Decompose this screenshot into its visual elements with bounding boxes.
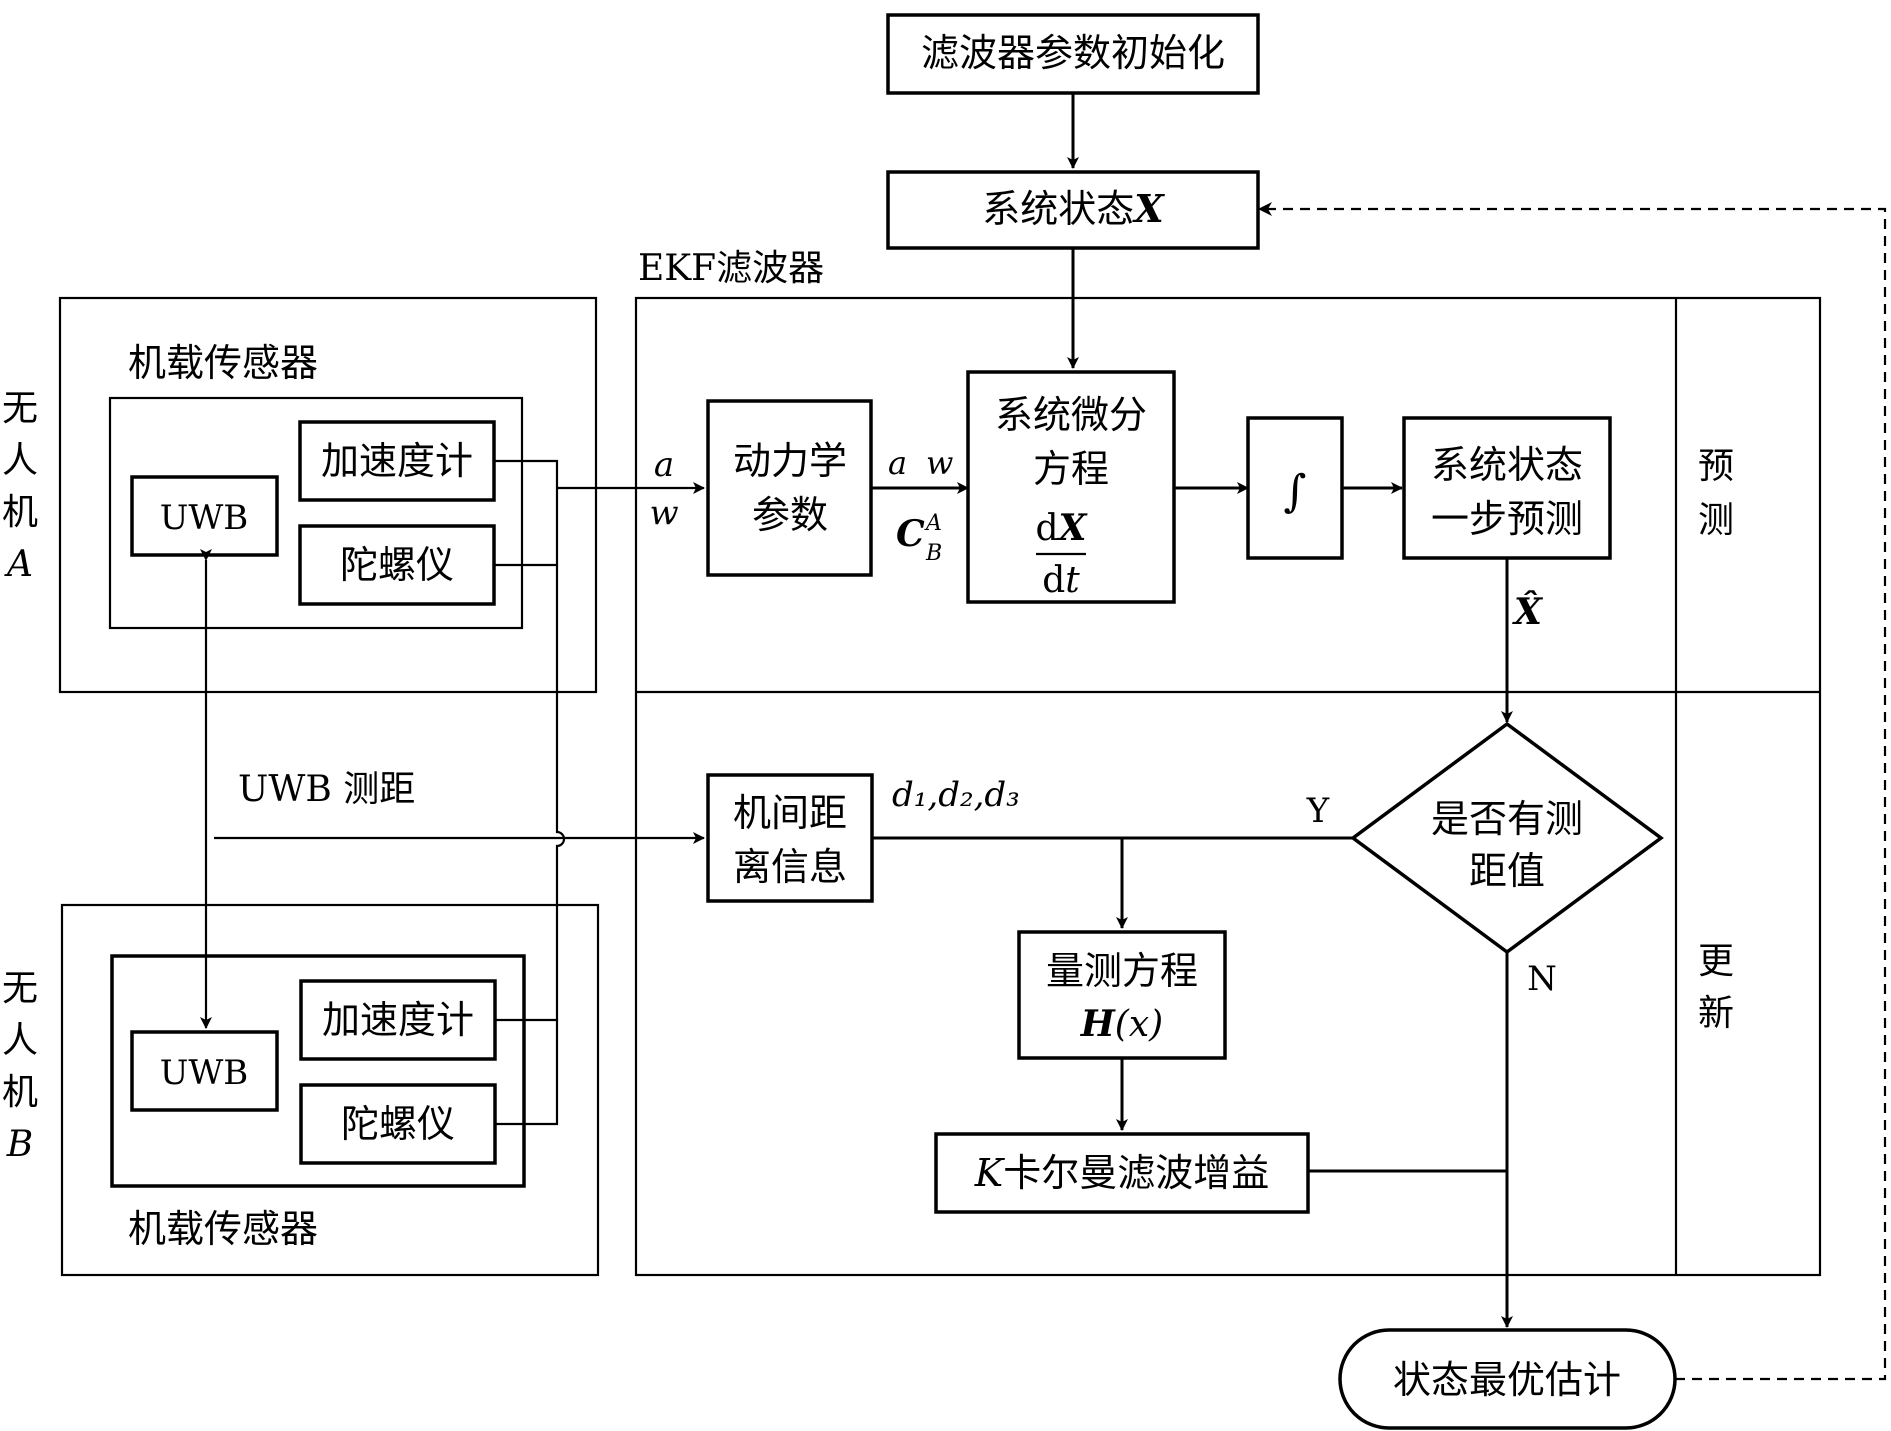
signal-w-mid: w	[926, 444, 953, 482]
interdist-line2: 离信息	[733, 845, 847, 889]
measure-line1: 量测方程	[1046, 949, 1198, 993]
init-box: 滤波器参数初始化	[886, 13, 1260, 95]
uav-b-sensors-label: 机载传感器	[128, 1207, 318, 1251]
kalman-box: K卡尔曼滤波增益	[934, 1132, 1310, 1214]
ekf-title: EKF滤波器	[638, 248, 824, 289]
uav-b-sensors-box	[110, 954, 526, 1188]
predict-box: 系统状态 一步预测	[1402, 416, 1612, 560]
feedback-arrowhead	[1258, 202, 1272, 216]
deriv-num: X	[1057, 507, 1089, 549]
interdist-box: 机间距 离信息	[706, 773, 874, 903]
uav-a-sensor-bus	[494, 459, 559, 567]
uav-b-gyro-label: 陀螺仪	[341, 1102, 455, 1146]
uav-b-sensor-bus	[495, 1018, 559, 1126]
uav-b-label-1: 无	[2, 968, 38, 1009]
uav-b-uwb: UWB	[130, 1030, 279, 1112]
dynamics-box: 动力学 参数	[706, 399, 873, 577]
diffeq-line1: 系统微分	[995, 393, 1147, 437]
diffeq-box: 系统微分 方程 dX dt	[966, 370, 1176, 604]
measure-arg: (x)	[1115, 1004, 1163, 1045]
state-label: 系统状态	[982, 187, 1134, 231]
optimal-box: 状态最优估计	[1338, 1328, 1677, 1430]
cba-main: C	[896, 513, 925, 555]
measure-eq: H	[1080, 1003, 1116, 1045]
uav-b-accel-label: 加速度计	[322, 998, 474, 1042]
svg-text:dt: dt	[1042, 560, 1080, 601]
svg-text:系统状态X: 系统状态X	[982, 186, 1165, 231]
svg-text:K卡尔曼滤波增益: K卡尔曼滤波增益	[974, 1151, 1269, 1195]
init-label: 滤波器参数初始化	[921, 31, 1225, 75]
uav-b-accel: 加速度计	[299, 979, 497, 1061]
yes-label: Y	[1306, 791, 1330, 831]
uav-a-id: A	[4, 544, 33, 585]
phase-update-1: 更	[1698, 941, 1734, 982]
cba-sup: A	[924, 511, 942, 536]
uav-a-gyro: 陀螺仪	[298, 524, 496, 606]
uav-b-uwb-label: UWB	[160, 1053, 249, 1093]
kalman-label: 卡尔曼滤波增益	[1003, 1151, 1269, 1195]
kalman-k: K	[974, 1151, 1006, 1195]
feedback-dashed-line	[1262, 207, 1887, 1381]
uav-a-uwb-label: UWB	[160, 498, 249, 538]
uav-b-label-3: 机	[2, 1072, 38, 1113]
predict-line1: 系统状态	[1431, 443, 1583, 487]
uav-b-gyro: 陀螺仪	[299, 1083, 497, 1165]
uav-a-label-3: 机	[2, 492, 38, 533]
svg-text:H(x): H(x)	[1080, 1003, 1163, 1045]
ekf-frame	[634, 296, 1822, 1277]
uav-b-bus-riser	[555, 565, 566, 1020]
integral-box: ∫	[1246, 416, 1344, 560]
uav-a-label-1: 无	[2, 388, 38, 429]
uav-b-id: B	[6, 1124, 33, 1165]
deriv-d-bottom: d	[1042, 560, 1065, 601]
decision-line1: 是否有测	[1431, 797, 1583, 841]
phase-update-2: 新	[1698, 993, 1734, 1034]
uav-a-label-2: 人	[2, 440, 38, 481]
uav-b-frame	[60, 903, 600, 1277]
uav-a-sensors-label: 机载传感器	[128, 341, 318, 385]
signal-a-in: a	[654, 445, 674, 485]
phase-predict-2: 测	[1698, 500, 1734, 541]
uwb-ranging-label: UWB 测距	[238, 769, 415, 810]
measure-box: 量测方程 H(x)	[1017, 930, 1227, 1060]
no-label: N	[1527, 959, 1557, 999]
decision-line2: 距值	[1469, 849, 1545, 893]
state-var: X	[1132, 186, 1165, 231]
distances-label: d₁,d₂,d₃	[892, 775, 1020, 815]
signal-w-in: w	[649, 493, 678, 533]
uav-a-accel-label: 加速度计	[321, 439, 473, 483]
interdist-line1: 机间距	[733, 791, 847, 835]
integral-symbol: ∫	[1284, 466, 1307, 517]
dynamics-line2: 参数	[752, 493, 828, 537]
uav-a-accel: 加速度计	[298, 420, 496, 502]
deriv-d-top: d	[1036, 508, 1059, 549]
deriv-den: t	[1065, 560, 1080, 601]
uav-a-gyro-label: 陀螺仪	[340, 543, 454, 587]
uav-a-frame	[58, 296, 598, 694]
predict-line2: 一步预测	[1431, 497, 1583, 541]
uav-a-uwb: UWB	[130, 475, 279, 557]
uav-b-label-2: 人	[2, 1020, 38, 1061]
dynamics-line1: 动力学	[733, 439, 847, 483]
state-box: 系统状态X	[886, 170, 1260, 250]
cba-sub: B	[925, 541, 942, 566]
uav-a-sensors-box	[108, 396, 524, 630]
signal-a-mid: a	[888, 444, 907, 482]
phase-predict-1: 预	[1698, 446, 1734, 487]
svg-text:dX: dX	[1036, 507, 1089, 549]
diffeq-line2: 方程	[1033, 447, 1109, 491]
optimal-label: 状态最优估计	[1393, 1358, 1621, 1402]
xhat-label: X̂	[1512, 590, 1544, 633]
